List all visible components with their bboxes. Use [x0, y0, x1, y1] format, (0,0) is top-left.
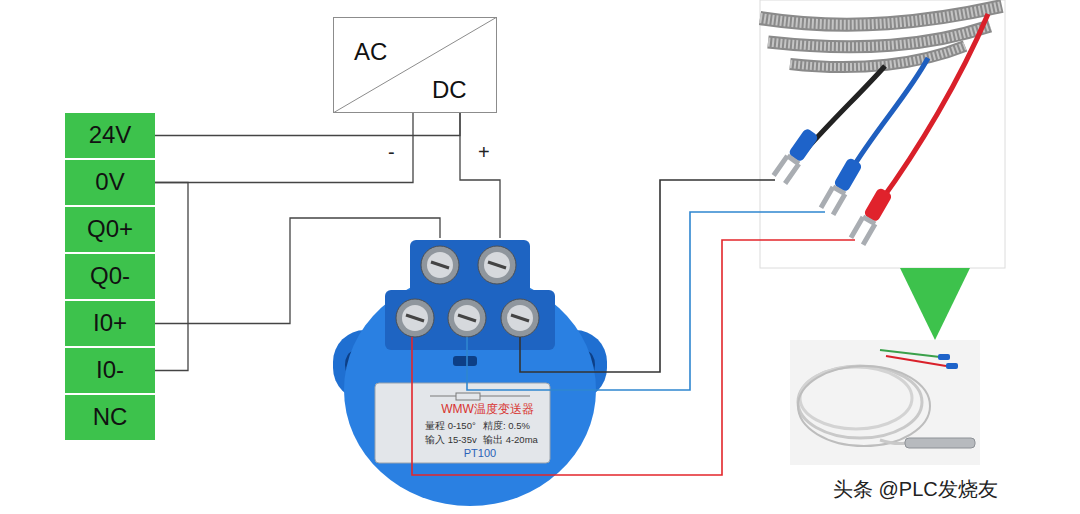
polarity-mark: -	[388, 140, 395, 164]
braided-cable	[790, 46, 965, 67]
plc-terminal: NC	[65, 395, 155, 440]
plc-terminal: Q0-	[65, 254, 155, 299]
plate-spec: 量程 0-150°	[425, 420, 482, 431]
plc-terminal: I0-	[65, 348, 155, 393]
plc-terminal: 24V	[65, 113, 155, 158]
transmitter-housing	[330, 238, 610, 510]
black-lead	[520, 180, 775, 372]
terminal-block	[385, 290, 555, 350]
braided-cable	[760, 6, 1002, 25]
plc-terminal: 0V	[65, 160, 155, 205]
screw-terminal	[478, 246, 516, 284]
resistor-symbol	[456, 393, 480, 400]
sensor-photo	[760, 0, 1005, 268]
sensor-leads	[330, 138, 890, 510]
terminal-label: 0V	[95, 168, 124, 197]
terminal-label: 24V	[89, 121, 132, 150]
housing-slot	[453, 356, 477, 366]
wire	[460, 113, 500, 238]
terminal-label: Q0+	[87, 215, 133, 244]
sensor-cable-coil	[798, 366, 922, 438]
sensor-cable	[880, 440, 906, 444]
pointer-triangle	[900, 268, 970, 340]
screw-terminal	[421, 246, 459, 284]
sensor-photo	[790, 340, 980, 465]
fork-terminal	[850, 187, 893, 245]
terminal-label: NC	[93, 403, 128, 432]
polarity-mark: +	[478, 140, 490, 164]
sensor-cable-coil	[800, 367, 912, 429]
plate-title: WMW温度变送器	[425, 402, 550, 416]
wire	[155, 113, 460, 136]
terminal-block	[410, 240, 530, 298]
fork-terminal	[773, 127, 819, 184]
terminal-label: I0+	[93, 309, 127, 338]
screw-terminal	[396, 299, 434, 337]
red-wire	[880, 14, 988, 202]
screw-terminal	[448, 299, 486, 337]
blue-wire	[850, 58, 928, 172]
box-label: DC	[432, 76, 492, 105]
braided-cable	[760, 6, 1002, 25]
plate-spec: 输入 15-35v	[425, 434, 482, 445]
terminal-label: Q0-	[90, 262, 130, 291]
wire	[155, 113, 413, 183]
box-label: AC	[354, 38, 414, 67]
label-plate	[375, 383, 550, 463]
braided-cable	[790, 46, 965, 67]
wire	[155, 183, 188, 371]
plate-model: PT100	[425, 447, 535, 460]
terminal-label: I0-	[96, 356, 124, 385]
watermark: 头条 @PLC发烧友	[833, 477, 998, 501]
sensor-probe	[905, 438, 975, 448]
fork-terminal	[820, 157, 863, 215]
converter-diagonal	[333, 17, 497, 113]
fork-terminal	[938, 354, 950, 360]
fork-terminal	[946, 363, 958, 369]
temperature-transmitter: WMW温度变送器量程 0-150°精度: 0.5%输入 15-35v输出 4-2…	[330, 238, 610, 510]
red-lead	[412, 240, 855, 475]
screw-terminal	[501, 299, 539, 337]
power-supply-box: AC DC	[333, 17, 497, 113]
plate-spec: 精度: 0.5%	[483, 420, 547, 431]
sensor-cable-coil	[798, 366, 930, 446]
plc-terminal: Q0+	[65, 207, 155, 252]
plate-spec: 输出 4-20ma	[483, 434, 547, 445]
sensor-wire	[886, 356, 946, 366]
plc-terminal: I0+	[65, 301, 155, 346]
